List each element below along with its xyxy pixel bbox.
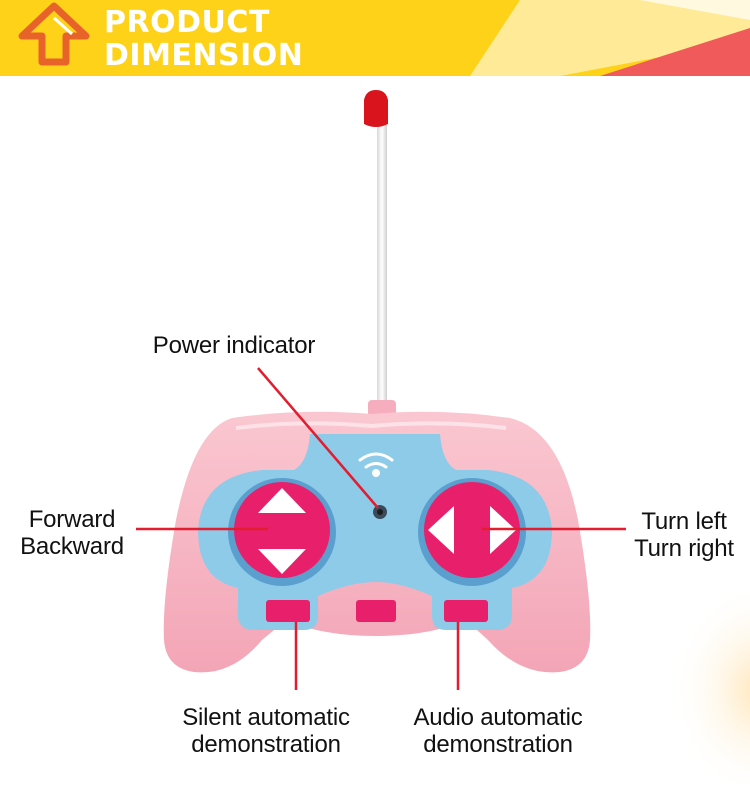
banner-title: PRODUCT DIMENSION	[104, 6, 303, 72]
callout-lines	[136, 367, 626, 690]
turn-left-right-label: Turn left Turn right	[626, 508, 742, 562]
audio-demo-label-line1: Audio automatic	[413, 704, 583, 731]
backward-arrow-icon	[258, 549, 306, 574]
middle-button[interactable]	[356, 600, 396, 622]
turn-left-right-button[interactable]	[424, 482, 520, 578]
backward-label: Backward	[20, 533, 124, 560]
turn-left-label: Turn left	[641, 508, 727, 535]
signal-icon	[358, 452, 394, 477]
audio-demo-button[interactable]	[444, 600, 488, 622]
power-indicator-label: Power indicator	[152, 332, 316, 359]
banner-background	[0, 0, 750, 76]
antenna-rod	[377, 125, 387, 410]
turn-right-label: Turn right	[634, 535, 734, 562]
banner-title-line2: DIMENSION	[104, 38, 304, 73]
banner-title-line1: PRODUCT	[104, 5, 270, 40]
light-glow	[670, 580, 750, 789]
forward-backward-label: Forward Backward	[12, 506, 132, 560]
audio-demo-label-line2: demonstration	[423, 731, 573, 758]
silent-demo-label: Silent automatic demonstration	[166, 704, 366, 758]
remote-control-illustration	[136, 90, 750, 789]
audio-demo-label: Audio automatic demonstration	[396, 704, 600, 758]
arrow-logo-icon	[18, 2, 90, 66]
antenna-tip	[364, 90, 388, 127]
forward-label: Forward	[28, 506, 116, 533]
header-banner: PRODUCT DIMENSION	[0, 0, 750, 76]
forward-backward-button[interactable]	[234, 482, 330, 578]
silent-demo-label-line1: Silent automatic	[182, 704, 350, 731]
product-scene: Power indicator Forward Backward Turn le…	[0, 76, 750, 789]
silent-demo-button[interactable]	[266, 600, 310, 622]
forward-arrow-icon	[258, 488, 306, 513]
silent-demo-label-line2: demonstration	[191, 731, 341, 758]
turn-left-arrow-icon	[428, 506, 454, 554]
